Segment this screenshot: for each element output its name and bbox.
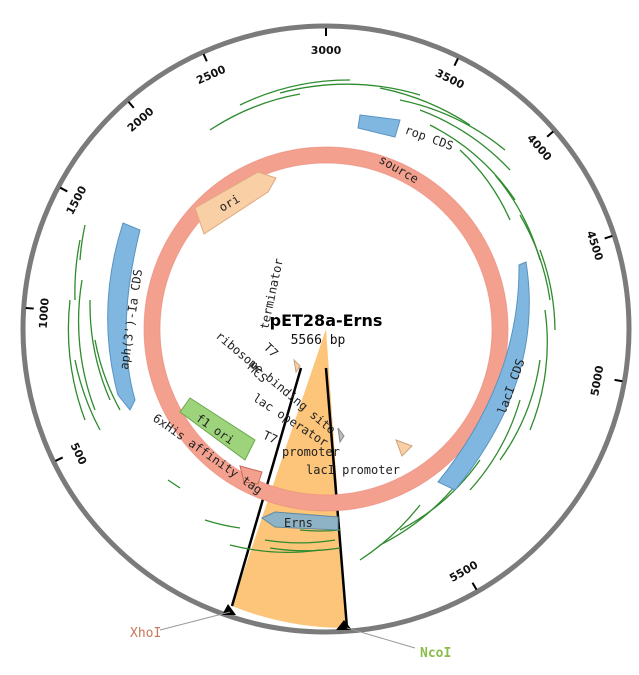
feature-laci-cds	[437, 261, 530, 491]
feature-source-ring	[144, 147, 508, 511]
tick-mark	[453, 58, 459, 67]
tick-label: 1500	[64, 184, 90, 217]
backbone-circle	[20, 23, 632, 635]
tick-mark	[471, 582, 478, 591]
insert-wedge	[232, 329, 347, 629]
tick-label: 2000	[125, 105, 157, 135]
tick-mark	[546, 130, 554, 138]
feature-ori	[194, 171, 277, 235]
his-tag-mark	[239, 465, 263, 485]
tick-label: 500	[68, 441, 90, 468]
tick-mark	[55, 456, 64, 462]
xhoi-leader	[159, 611, 231, 631]
feature-aph-cds	[107, 222, 141, 411]
tick-mark	[127, 101, 135, 109]
annotation-t7-promoter: T7	[261, 428, 280, 447]
tick-label: 1000	[37, 297, 52, 329]
laci-promoter-mark	[395, 439, 413, 457]
ncoi-leader	[346, 627, 416, 649]
tick-label: 2500	[194, 63, 228, 87]
terminator-mark	[293, 358, 301, 374]
feature-rop-cds	[357, 114, 401, 138]
plasmid-length: 5566 bp	[291, 333, 346, 348]
tick-label: 3500	[433, 67, 467, 92]
label-rop-cds: rop CDS	[403, 123, 455, 153]
feature-f1-ori	[179, 397, 256, 461]
site-ncoi: NcoI	[420, 646, 451, 661]
tick-mark	[202, 53, 208, 62]
site-xhoi: XhoI	[130, 626, 161, 641]
plasmid-name: pET28a-Erns	[270, 311, 383, 330]
feature-erns	[260, 511, 339, 531]
annotation-promoter: promoter	[282, 445, 340, 459]
tick-mark	[604, 235, 613, 240]
annotation-laci-promoter: lacI promoter	[306, 463, 400, 477]
xhoi-marker	[222, 604, 236, 615]
ncoi-marker	[336, 620, 352, 630]
operator-mark	[337, 427, 345, 444]
tick-mark	[59, 186, 68, 193]
tick-label: 5000	[588, 364, 606, 397]
label-erns: Erns	[284, 516, 313, 530]
tick-label: 4500	[584, 229, 606, 262]
tick-label: 5500	[447, 558, 480, 585]
tick-mark	[25, 307, 34, 310]
annotation-t7: T7	[261, 340, 281, 360]
tick-label: 4000	[524, 132, 554, 164]
tick-mark	[614, 378, 623, 383]
tick-label: 3000	[311, 44, 342, 57]
